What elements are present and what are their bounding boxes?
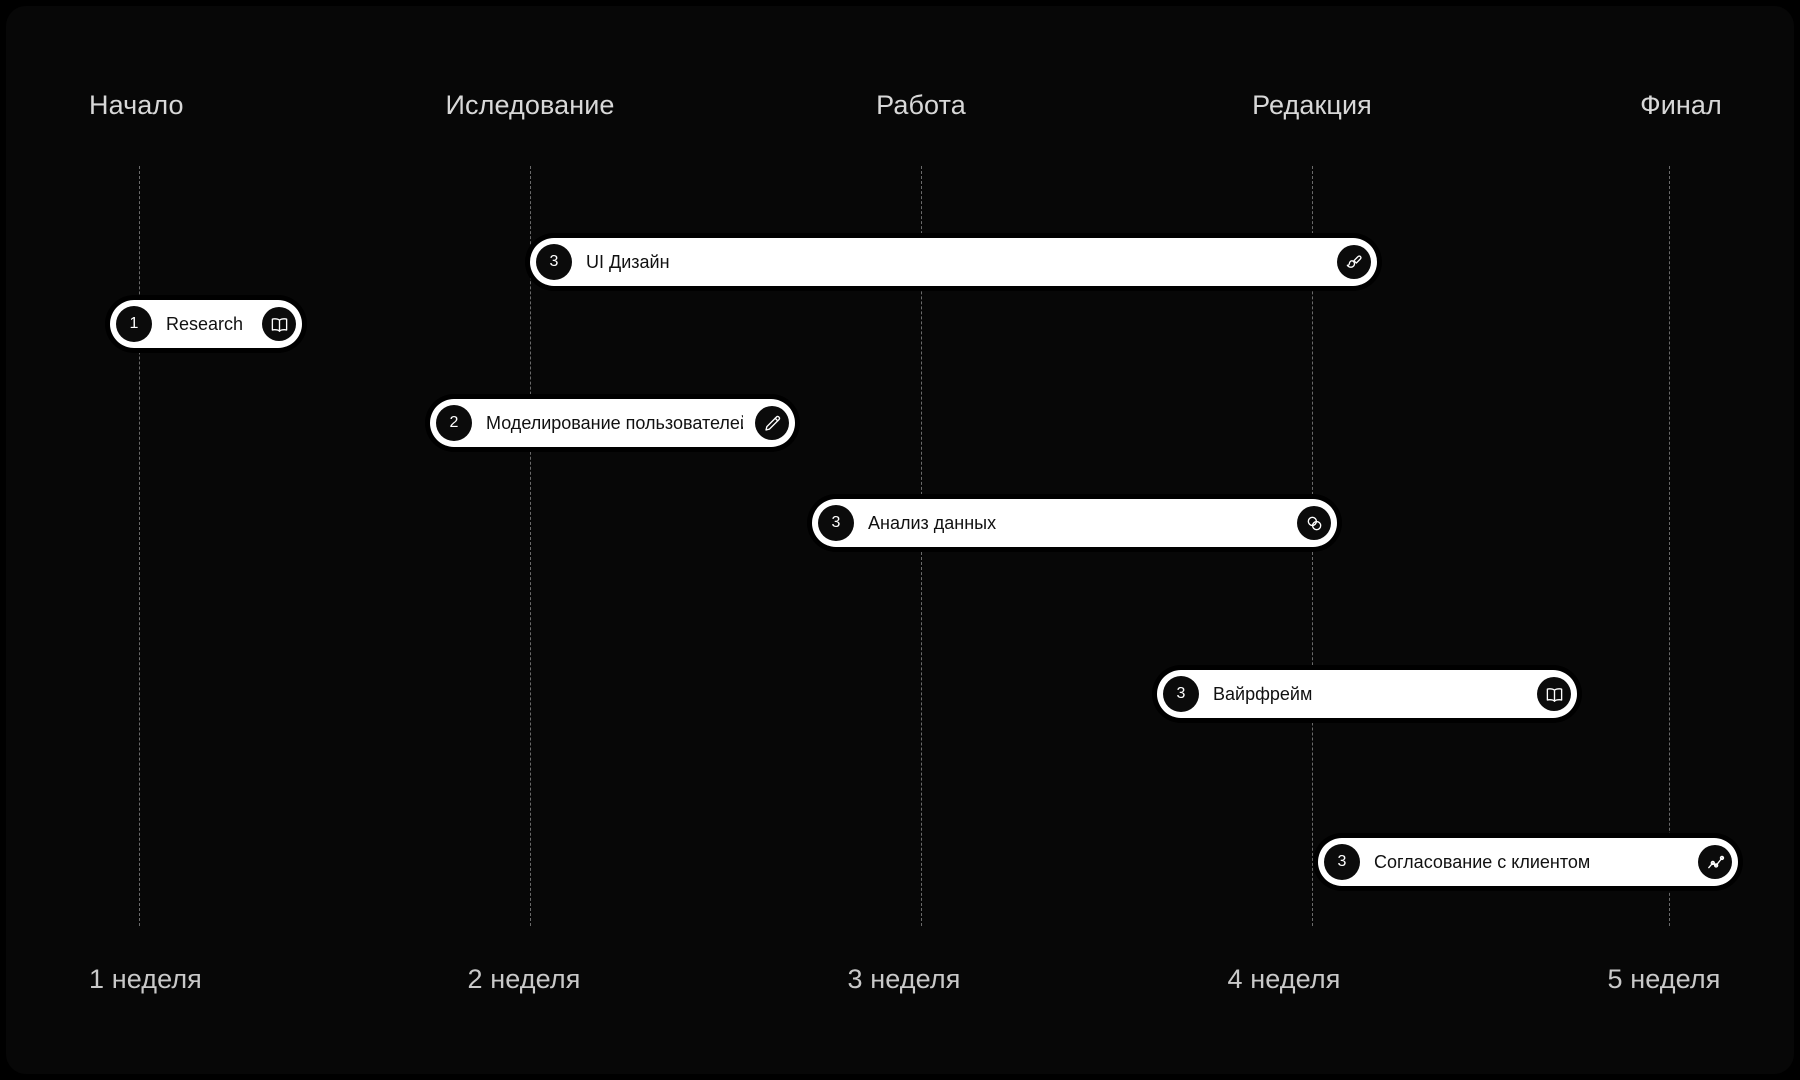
stage-label-1: Начало xyxy=(89,90,184,120)
task-badge: 1 xyxy=(116,306,152,342)
book-icon[interactable] xyxy=(262,307,296,341)
task-bar[interactable]: 2 Моделирование пользователей xyxy=(430,399,795,447)
task-title: Согласование с клиентом xyxy=(1374,851,1591,872)
week-label-3: 3 неделя xyxy=(847,964,961,994)
guide-line-1 xyxy=(139,166,140,926)
book-icon[interactable] xyxy=(1537,677,1571,711)
task-title: Вайрфрейм xyxy=(1213,683,1313,704)
week-label-4: 4 неделя xyxy=(1227,964,1341,994)
task-bar[interactable]: 3 Вайрфрейм xyxy=(1157,670,1577,718)
guide-line-5 xyxy=(1669,166,1670,926)
graph-line-icon[interactable] xyxy=(1698,845,1732,879)
task-bar[interactable]: 3 Анализ данных xyxy=(812,499,1337,547)
stage-label-2: Иследование xyxy=(445,90,615,120)
task-badge: 3 xyxy=(1163,676,1199,712)
task-badge: 3 xyxy=(536,244,572,280)
task-bar[interactable]: 1 Research xyxy=(110,300,302,348)
stage-label-5: Финал xyxy=(1640,90,1722,120)
stage-label-3: Работа xyxy=(876,90,966,120)
task-title: Моделирование пользователей xyxy=(486,412,743,433)
task-badge: 3 xyxy=(818,505,854,541)
week-label-5: 5 неделя xyxy=(1607,964,1721,994)
pencil-icon[interactable] xyxy=(755,406,789,440)
stage-label-4: Редакция xyxy=(1252,90,1372,120)
guide-line-2 xyxy=(530,166,531,926)
task-title: Анализ данных xyxy=(868,512,997,533)
task-bar[interactable]: 3 Согласование с клиентом xyxy=(1318,838,1738,886)
week-label-2: 2 неделя xyxy=(467,964,581,994)
task-title: UI Дизайн xyxy=(586,251,670,272)
link-circles-icon[interactable] xyxy=(1297,506,1331,540)
paintbrush-icon[interactable] xyxy=(1337,245,1371,279)
week-label-1: 1 неделя xyxy=(89,964,202,994)
task-title: Research xyxy=(166,313,244,334)
task-bar[interactable]: 3 UI Дизайн xyxy=(530,238,1377,286)
task-badge: 3 xyxy=(1324,844,1360,880)
gantt-canvas: Начало Иследование Работа Редакция Финал 3 UI… xyxy=(6,6,1794,1074)
task-badge: 2 xyxy=(436,405,472,441)
